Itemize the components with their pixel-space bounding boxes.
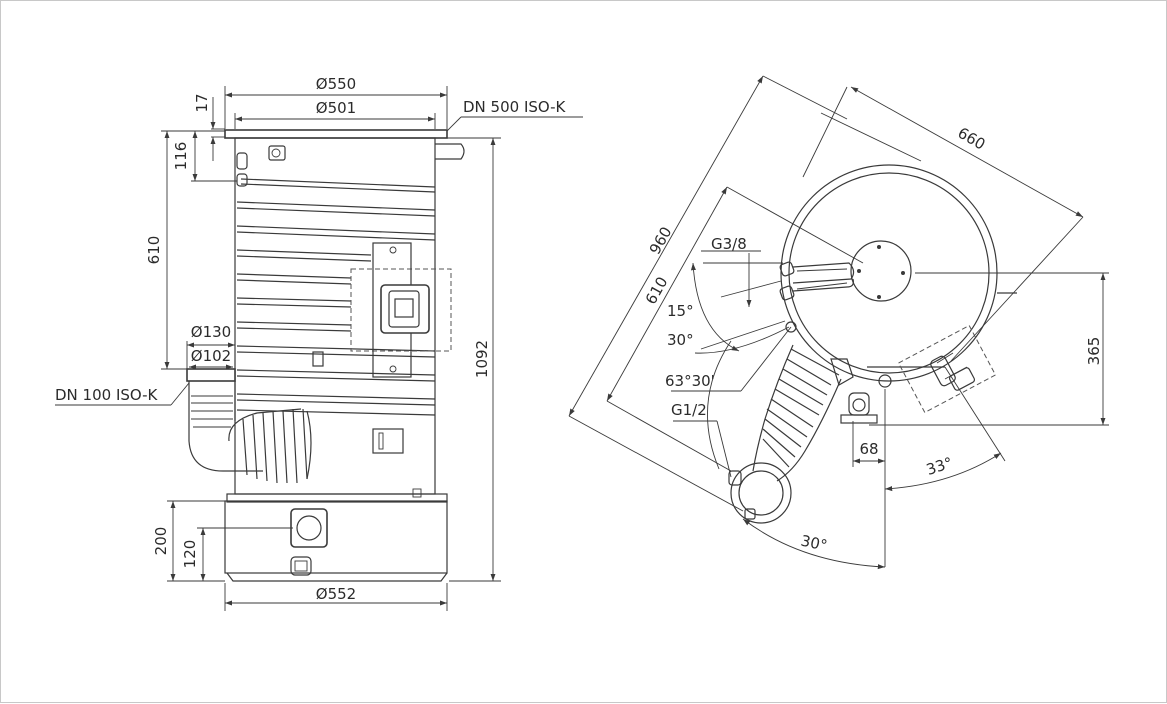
flange-top-label: DN 500 ISO-K — [463, 98, 567, 116]
angle-30: 30° — [667, 331, 694, 349]
g38-fittings — [779, 261, 855, 301]
dim-d130: Ø130 — [191, 323, 231, 341]
bottom-port — [848, 392, 870, 416]
rotor-hub — [850, 240, 912, 302]
bottom-housing — [224, 500, 448, 574]
angle-15: 15° — [667, 302, 694, 320]
label-plate — [372, 428, 404, 454]
flange-side-label: DN 100 ISO-K — [55, 386, 159, 404]
dim-116: 116 — [172, 142, 190, 171]
dim-200: 200 — [152, 527, 170, 556]
fitting-g38 — [236, 152, 248, 170]
fitting-g12 — [236, 173, 248, 187]
dim-68: 68 — [859, 440, 878, 458]
vent-valve — [380, 284, 430, 334]
angle-33: 33° — [924, 454, 955, 479]
fitting-top — [268, 145, 286, 161]
dimensions-left — [55, 86, 583, 611]
dim-120: 120 — [181, 540, 199, 569]
controller-side — [897, 324, 997, 414]
port-g38-label: G3/8 — [711, 235, 747, 253]
dim-top-outer: Ø550 — [316, 75, 356, 93]
dim-bottom: Ø552 — [316, 585, 356, 603]
angle-6330: 63°30' — [665, 372, 715, 390]
cooling-coil — [236, 178, 436, 416]
dim-1092: 1092 — [473, 340, 491, 378]
inlet-bellows — [728, 344, 854, 524]
dim-960: 960 — [646, 224, 676, 258]
angle-30-bottom: 30° — [799, 532, 829, 555]
port-g12-label: G1/2 — [671, 401, 707, 419]
dimensions-right — [568, 75, 1109, 570]
top-flange — [224, 129, 448, 139]
dim-610-left: 610 — [145, 236, 163, 265]
side-inlet-elbow — [186, 368, 312, 484]
dim-17: 17 — [193, 93, 211, 112]
plan-view: 960 660 610 G3/8 15° 30° 63°30' G1/2 365… — [568, 75, 1109, 570]
connector-socket — [290, 508, 328, 548]
side-view: Ø550 Ø501 DN 500 ISO-K 17 116 610 1092 Ø… — [55, 75, 583, 611]
dim-660: 660 — [955, 124, 989, 154]
dim-365: 365 — [1085, 337, 1103, 366]
controller-outline — [350, 268, 452, 352]
dim-d102: Ø102 — [191, 347, 231, 365]
inlet-flange-inner — [738, 470, 784, 516]
top-port-stub — [435, 143, 465, 160]
dim-top-inner: Ø501 — [316, 99, 356, 117]
